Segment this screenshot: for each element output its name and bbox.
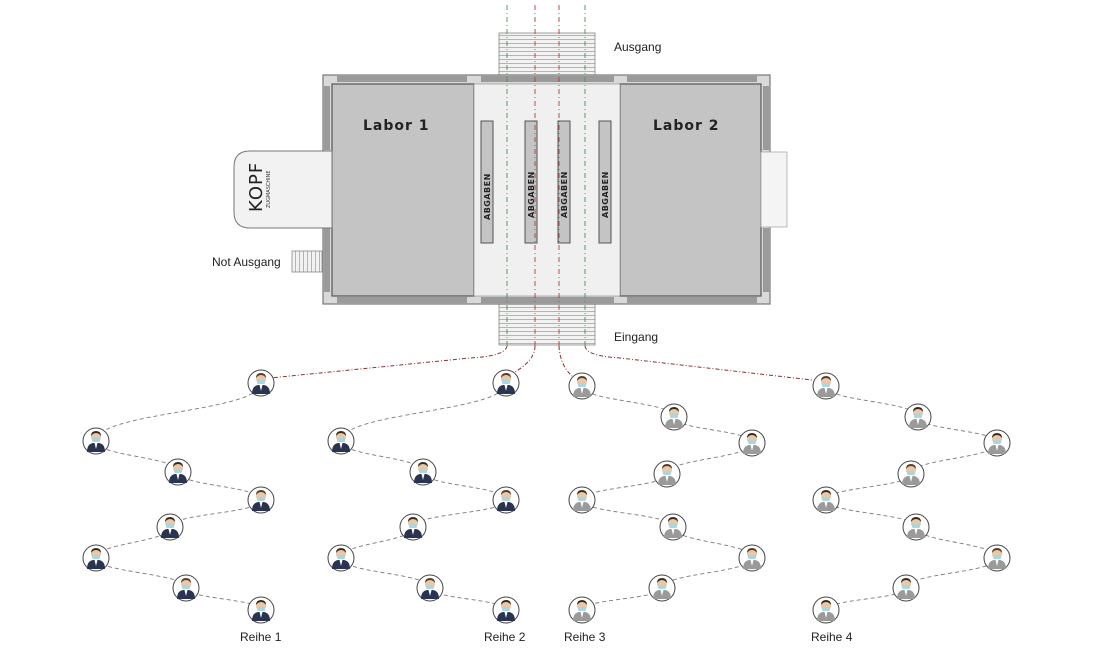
labor-1-label: Labor 1 [363, 118, 430, 134]
queue-area [82, 369, 1011, 624]
ausgang-label: Ausgang [614, 40, 661, 54]
person-icon [568, 486, 596, 514]
person-icon [892, 574, 920, 602]
person-icon [492, 486, 520, 514]
queue-feed-row-4 [584, 345, 813, 381]
abgaben-label-3: ABGABEN [560, 171, 569, 218]
person-icon [902, 513, 930, 541]
wall-strip-bottom-right [627, 297, 757, 303]
entrance-stairs [498, 301, 596, 346]
emergency-exit-stairs [291, 250, 323, 273]
person-icon [812, 596, 840, 624]
person-icon [399, 513, 427, 541]
abgaben-counter-2 [524, 120, 538, 244]
queue-path [95, 382, 262, 611]
labor-1-room [331, 83, 475, 297]
wall-strip-bottom-mid [481, 297, 614, 303]
queue-feed-row-2 [514, 345, 536, 373]
person-icon [812, 486, 840, 514]
person-icon [82, 427, 110, 455]
abgaben-label-1: ABGABEN [483, 173, 492, 220]
person-icon [904, 403, 932, 431]
person-icon [983, 429, 1011, 457]
kopf-label: KOPF [246, 162, 267, 212]
abgaben-counter-4 [598, 120, 612, 244]
row-4-label: Reihe 4 [811, 630, 853, 644]
person-icon [568, 372, 596, 400]
kopf-tractor-head [233, 150, 333, 229]
abgaben-counter-3 [557, 120, 571, 244]
person-icon [492, 369, 520, 397]
person-icon [172, 574, 200, 602]
person-icon [659, 513, 687, 541]
queue-path [340, 382, 507, 611]
person-icon [327, 544, 355, 572]
wall-strip-left-top [324, 86, 330, 150]
person-icon [648, 574, 676, 602]
labor-2-room [619, 83, 762, 297]
person-icon [983, 544, 1011, 572]
wall-strip-right-top [763, 86, 769, 150]
person-icon [660, 403, 688, 431]
labor-2-label: Labor 2 [653, 118, 720, 134]
abgaben-counter-1 [480, 120, 494, 244]
person-icon [247, 596, 275, 624]
person-icon [82, 544, 110, 572]
wall-strip-top-mid [481, 76, 614, 82]
person-icon [738, 544, 766, 572]
wall-strip-left-bottom [324, 228, 330, 292]
queue-feed-row-1 [269, 345, 508, 379]
row-2-label: Reihe 2 [484, 630, 526, 644]
right-annex [760, 151, 788, 228]
person-icon [416, 574, 444, 602]
person-icon [247, 369, 275, 397]
wall-strip-top-right [627, 76, 757, 82]
queue-feed-row-3 [558, 345, 573, 377]
person-icon [653, 460, 681, 488]
person-icon [897, 460, 925, 488]
row-3-label: Reihe 3 [564, 630, 606, 644]
abgaben-label-4: ABGABEN [601, 171, 610, 218]
kopf-sublabel: ZUGMASCHINE [266, 171, 272, 209]
central-corridor [473, 83, 621, 297]
person-icon [247, 486, 275, 514]
abgaben-label-2: ABGABEN [527, 171, 536, 218]
eingang-label: Eingang [614, 330, 658, 344]
person-icon [409, 458, 437, 486]
person-icon [156, 513, 184, 541]
person-icon [327, 427, 355, 455]
row-1-label: Reihe 1 [240, 630, 282, 644]
exit-stairs [498, 32, 596, 77]
wall-strip-top-left [337, 76, 467, 82]
person-icon [738, 429, 766, 457]
wall-strip-right-bottom [763, 228, 769, 292]
person-icon [568, 596, 596, 624]
person-icon [164, 458, 192, 486]
wall-strip-bottom-left [337, 297, 467, 303]
person-icon [492, 596, 520, 624]
person-icon [812, 372, 840, 400]
not-ausgang-label: Not Ausgang [212, 255, 281, 269]
